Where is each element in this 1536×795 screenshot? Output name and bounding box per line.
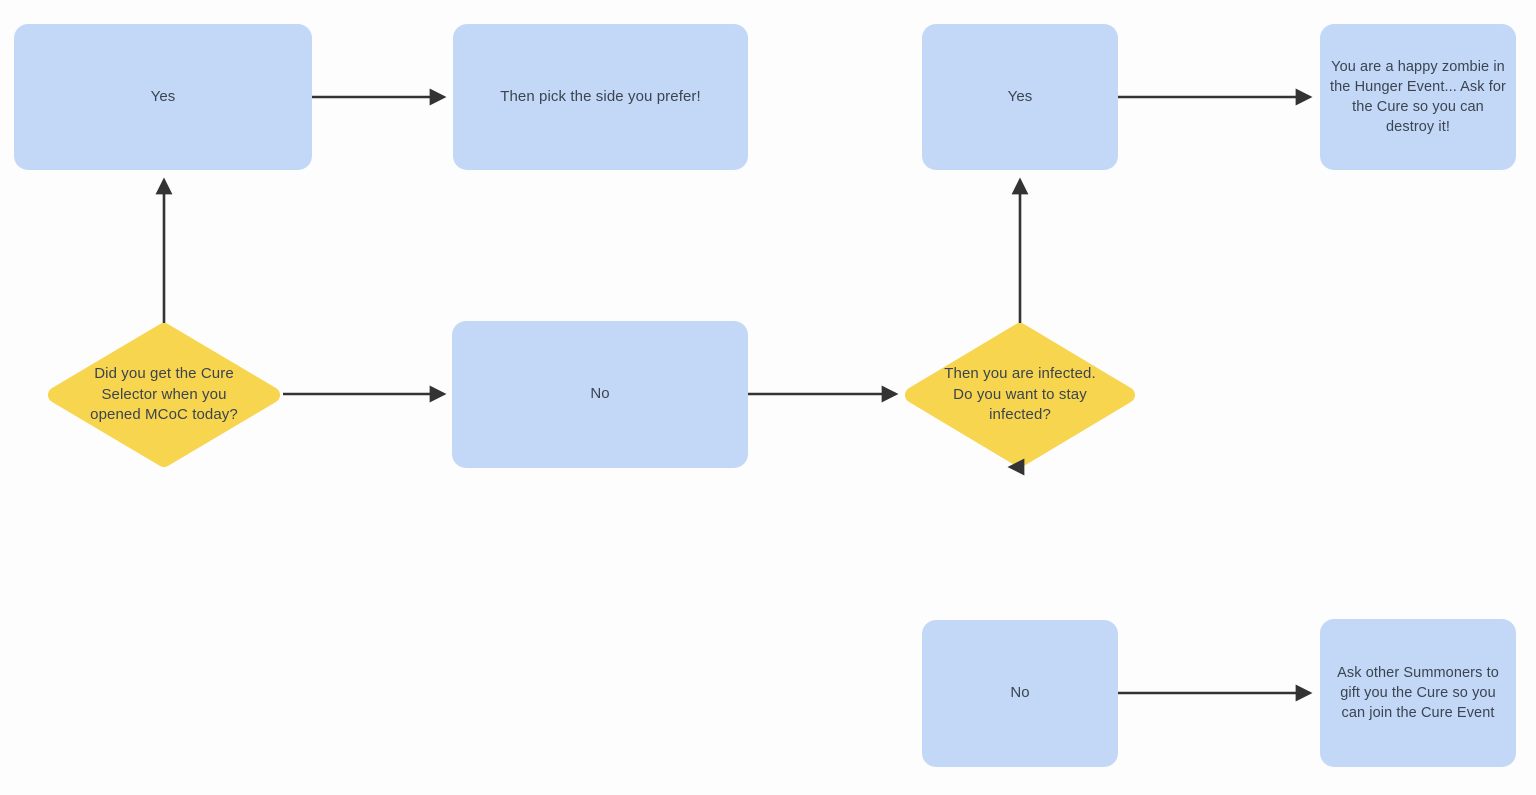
node-ask-gift: Ask other Summoners to gift you the Cure… xyxy=(1320,619,1516,767)
node-label: No xyxy=(1010,684,1030,702)
node-yes-left: Yes xyxy=(14,24,312,170)
node-no-middle: No xyxy=(452,321,748,468)
node-pick-side: Then pick the side you prefer! xyxy=(453,24,748,170)
node-label: Yes xyxy=(150,87,176,105)
node-label: You are a happy zombie in the Hunger Eve… xyxy=(1330,59,1506,135)
node-happy-zombie: You are a happy zombie in the Hunger Eve… xyxy=(1320,24,1516,170)
decision-shape-cure-selector xyxy=(48,323,280,467)
node-no-bottom: No xyxy=(922,620,1118,767)
node-q-cure-selector: Did you get the Cure Selector when you o… xyxy=(84,330,244,460)
node-label: Then pick the side you prefer! xyxy=(500,87,701,105)
node-label: Then you are infected. Do you want to st… xyxy=(944,364,1096,424)
node-label: No xyxy=(590,385,610,403)
node-label: Yes xyxy=(1007,87,1033,105)
node-q-infected: Then you are infected. Do you want to st… xyxy=(940,330,1100,460)
node-label: Did you get the Cure Selector when you o… xyxy=(90,364,238,424)
node-yes-right: Yes xyxy=(922,24,1118,170)
node-label: Ask other Summoners to gift you the Cure… xyxy=(1337,665,1499,721)
